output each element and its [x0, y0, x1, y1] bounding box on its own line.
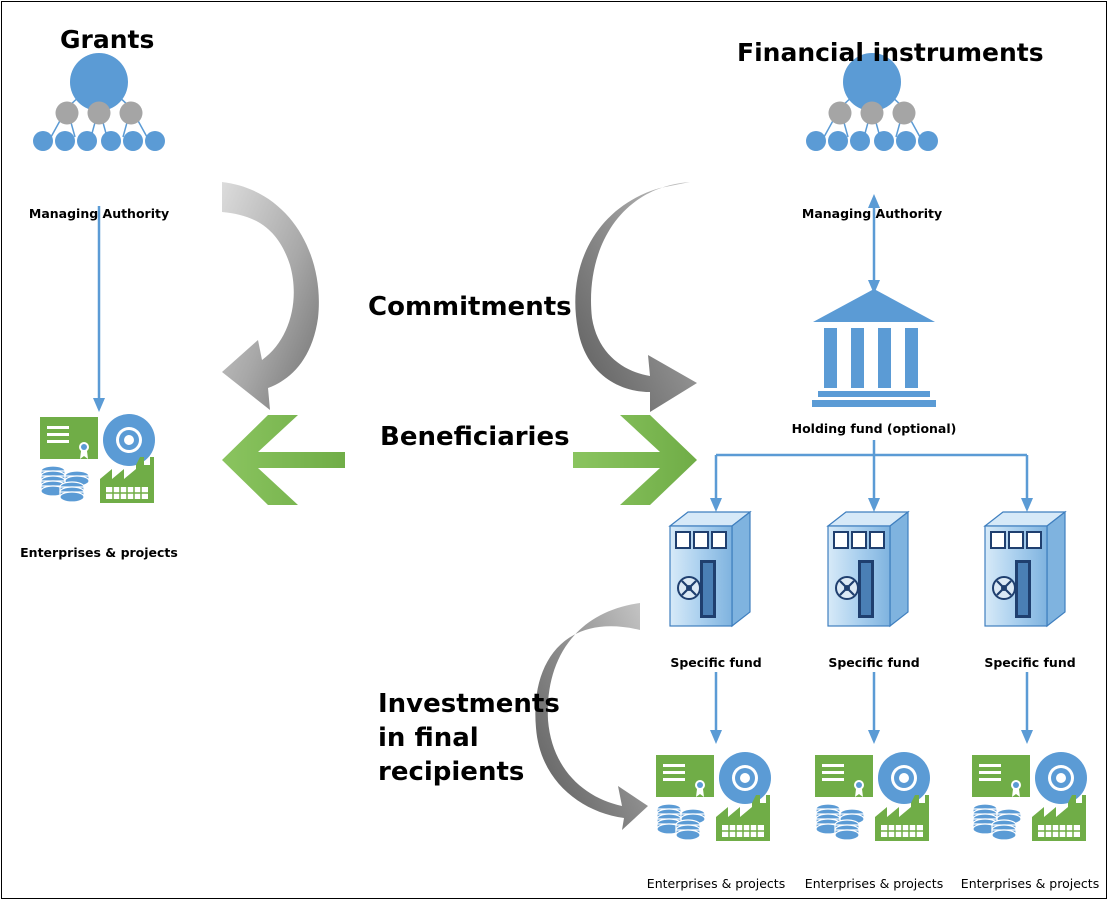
fi-ma-arrowhead-down — [868, 280, 880, 294]
beneficiaries-label: Beneficiaries — [380, 422, 570, 452]
fi-managing-authority-label: Managing Authority — [801, 206, 943, 221]
beneficiaries-right-arrow — [573, 415, 697, 505]
holding-fund-label: Holding fund (optional) — [791, 421, 957, 436]
grants-commitment-arrow — [222, 182, 319, 410]
bank-building-icon — [812, 289, 936, 407]
grants-enterprises-label: Enterprises & projects — [20, 545, 178, 560]
grants-title: Grants — [60, 25, 155, 54]
grants-hierarchy-icon — [32, 52, 166, 152]
fund-to-enterprise-connectors — [714, 672, 1029, 730]
fi-enterprises-1-label: Enterprises & projects — [646, 876, 786, 891]
fi-enterprises-1-icon — [655, 751, 772, 842]
specific-fund-1-icon — [668, 510, 752, 628]
fi-ma-arrowhead-up — [868, 194, 880, 208]
fi-hierarchy-icon — [805, 52, 939, 152]
specific-fund-2-icon — [826, 510, 910, 628]
specific-fund-3-icon — [983, 510, 1067, 628]
fund-distribution-lines — [714, 440, 1029, 500]
beneficiaries-left-arrow — [222, 415, 345, 505]
grants-enterprises-icon — [39, 413, 156, 504]
fi-title: Financial instruments — [737, 38, 1044, 67]
fi-enterprises-2-icon — [814, 751, 931, 842]
fi-enterprises-3-icon — [971, 751, 1088, 842]
specific-fund-1-label: Specific fund — [670, 655, 762, 670]
specific-fund-2-label: Specific fund — [828, 655, 920, 670]
specific-fund-3-label: Specific fund — [984, 655, 1076, 670]
fi-commitment-arrow — [575, 182, 697, 412]
fund-distribution-arrowheads — [710, 498, 1033, 512]
fund-to-enterprise-arrowheads — [710, 730, 1033, 744]
grants-arrowhead — [93, 398, 105, 412]
fi-enterprises-3-label: Enterprises & projects — [960, 876, 1100, 891]
investments-label: Investments in final recipients — [378, 689, 560, 787]
investments-arrow — [535, 603, 648, 830]
grants-managing-authority-label: Managing Authority — [28, 206, 170, 221]
fi-enterprises-2-label: Enterprises & projects — [804, 876, 944, 891]
commitments-label: Commitments — [368, 292, 572, 322]
